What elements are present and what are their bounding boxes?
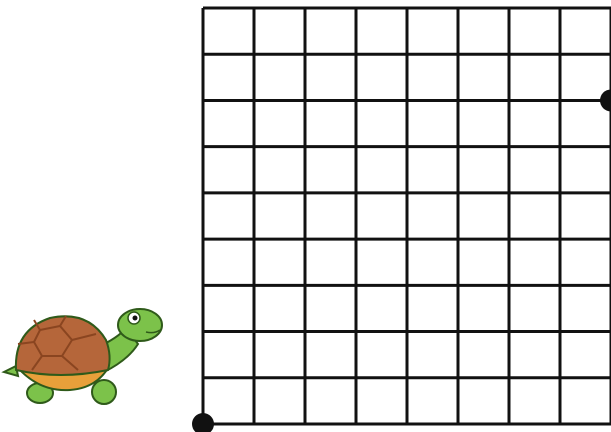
turtle-front-leg	[92, 380, 116, 404]
point-end	[600, 89, 611, 111]
turtle-shell	[16, 316, 110, 375]
point-start	[192, 413, 214, 432]
turtle-head	[118, 309, 162, 341]
turtle-pupil	[133, 316, 138, 321]
grid	[203, 8, 611, 424]
turtle-icon	[4, 309, 162, 404]
